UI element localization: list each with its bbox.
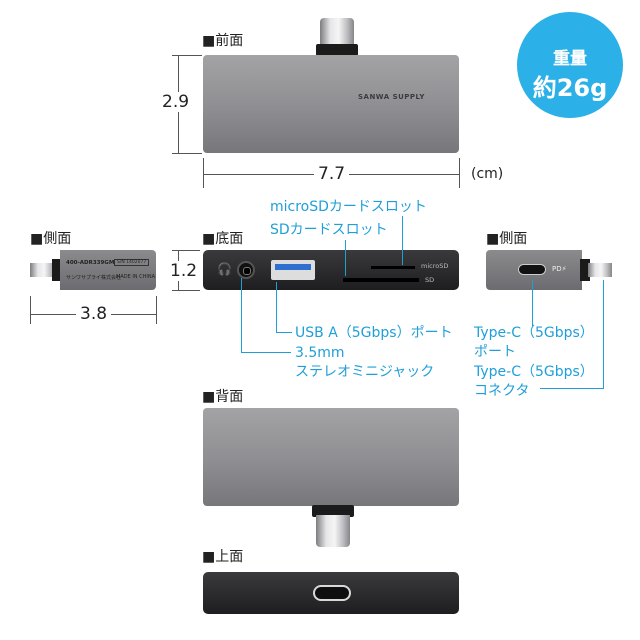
side-model: 400-ADR339GM	[66, 260, 115, 266]
microsd-slot	[371, 266, 415, 269]
sd-callout-line	[345, 240, 346, 276]
side-serial: S/N 1402077	[114, 259, 150, 266]
audio-jack-hole	[243, 267, 251, 275]
side-view-right-label: ■側面	[486, 231, 528, 247]
height-dimension: 2.9	[160, 92, 192, 112]
thickness-tick-bottom	[172, 290, 200, 291]
typec-port-callout-line2: ポート	[474, 344, 516, 360]
typec-port-callout-line	[532, 280, 533, 326]
back-view-label: ■背面	[202, 389, 244, 405]
front-view-label: ■前面	[202, 33, 244, 49]
usb-a-tongue	[275, 264, 311, 270]
side-left-body: 400-ADR339GM S/N 1402077 サンワサプライ株式会社 MAD…	[60, 250, 156, 290]
side-maker: サンワサプライ株式会社	[66, 275, 122, 281]
typec-conn-callout-line2: コネクタ	[474, 383, 530, 399]
side-left-plug-collar	[52, 259, 62, 281]
height-dim-tick-bottom	[172, 153, 202, 154]
audio-callout-line-h	[241, 352, 291, 353]
sd-slot-callout: SDカードスロット	[270, 222, 388, 238]
audio-callout-line	[241, 278, 242, 352]
side-origin: MADE IN CHINA	[116, 274, 156, 280]
sd-slot-label: SD	[425, 276, 435, 284]
headphone-icon: 🎧	[217, 262, 232, 276]
thickness-dimension: 1.2	[168, 261, 200, 281]
usb-a-callout: USB A（5Gbps）ポート	[295, 325, 453, 341]
side-right-plug-collar	[580, 259, 590, 281]
usba-callout-line-h	[276, 332, 292, 333]
microsd-slot-label: microSD	[421, 262, 449, 270]
typec-conn-callout-line	[603, 280, 604, 388]
front-view-body: SANWA SUPPLY	[203, 55, 459, 153]
audio-callout-line2: ステレオミニジャック	[295, 364, 435, 380]
weight-badge: 重量 約26g	[517, 12, 623, 118]
microsd-slot-callout: microSDカードスロット	[270, 199, 427, 215]
dimension-unit: (cm)	[471, 166, 504, 182]
audio-jack-port	[237, 261, 255, 279]
width-dimension: 7.7	[314, 164, 350, 184]
side-right-plug	[588, 263, 612, 277]
side-length-tick-right	[156, 296, 157, 324]
microsd-callout-line	[402, 216, 403, 265]
side-length-tick-left	[30, 296, 31, 324]
sd-slot	[343, 278, 419, 282]
typec-port-callout-line1: Type-C（5Gbps）	[474, 325, 594, 341]
bottom-view-body: 🎧 microSD SD	[203, 250, 459, 290]
audio-callout-line1: 3.5mm	[295, 345, 345, 361]
back-view-body	[203, 408, 459, 506]
front-plug-collar	[316, 44, 358, 56]
side-right-body: PD⚡	[486, 250, 582, 290]
brand-logo: SANWA SUPPLY	[357, 93, 425, 101]
typec-conn-callout-line1: Type-C（5Gbps）	[474, 364, 594, 380]
weight-value: 約26g	[532, 74, 608, 102]
top-typec-connector	[313, 585, 351, 601]
bottom-view-label: ■底面	[202, 231, 244, 247]
width-dim-tick-left	[203, 158, 204, 188]
pd-label: PD⚡	[552, 265, 567, 273]
top-view-label: ■上面	[202, 549, 244, 565]
side-length-dimension: 3.8	[76, 304, 112, 324]
weight-title: 重量	[553, 49, 587, 69]
back-typec-plug	[316, 515, 350, 547]
typec-conn-callout-line-h	[540, 388, 604, 389]
thickness-tick-top	[172, 250, 200, 251]
side-view-left-label: ■側面	[30, 231, 72, 247]
typec-port	[518, 264, 546, 275]
back-plug-collar	[312, 505, 354, 517]
height-dim-tick-top	[172, 55, 202, 56]
usb-a-port	[271, 260, 315, 280]
top-view-body	[203, 572, 459, 614]
side-left-plug	[30, 263, 56, 277]
usba-callout-line	[276, 282, 277, 332]
width-dim-tick-right	[459, 158, 460, 188]
